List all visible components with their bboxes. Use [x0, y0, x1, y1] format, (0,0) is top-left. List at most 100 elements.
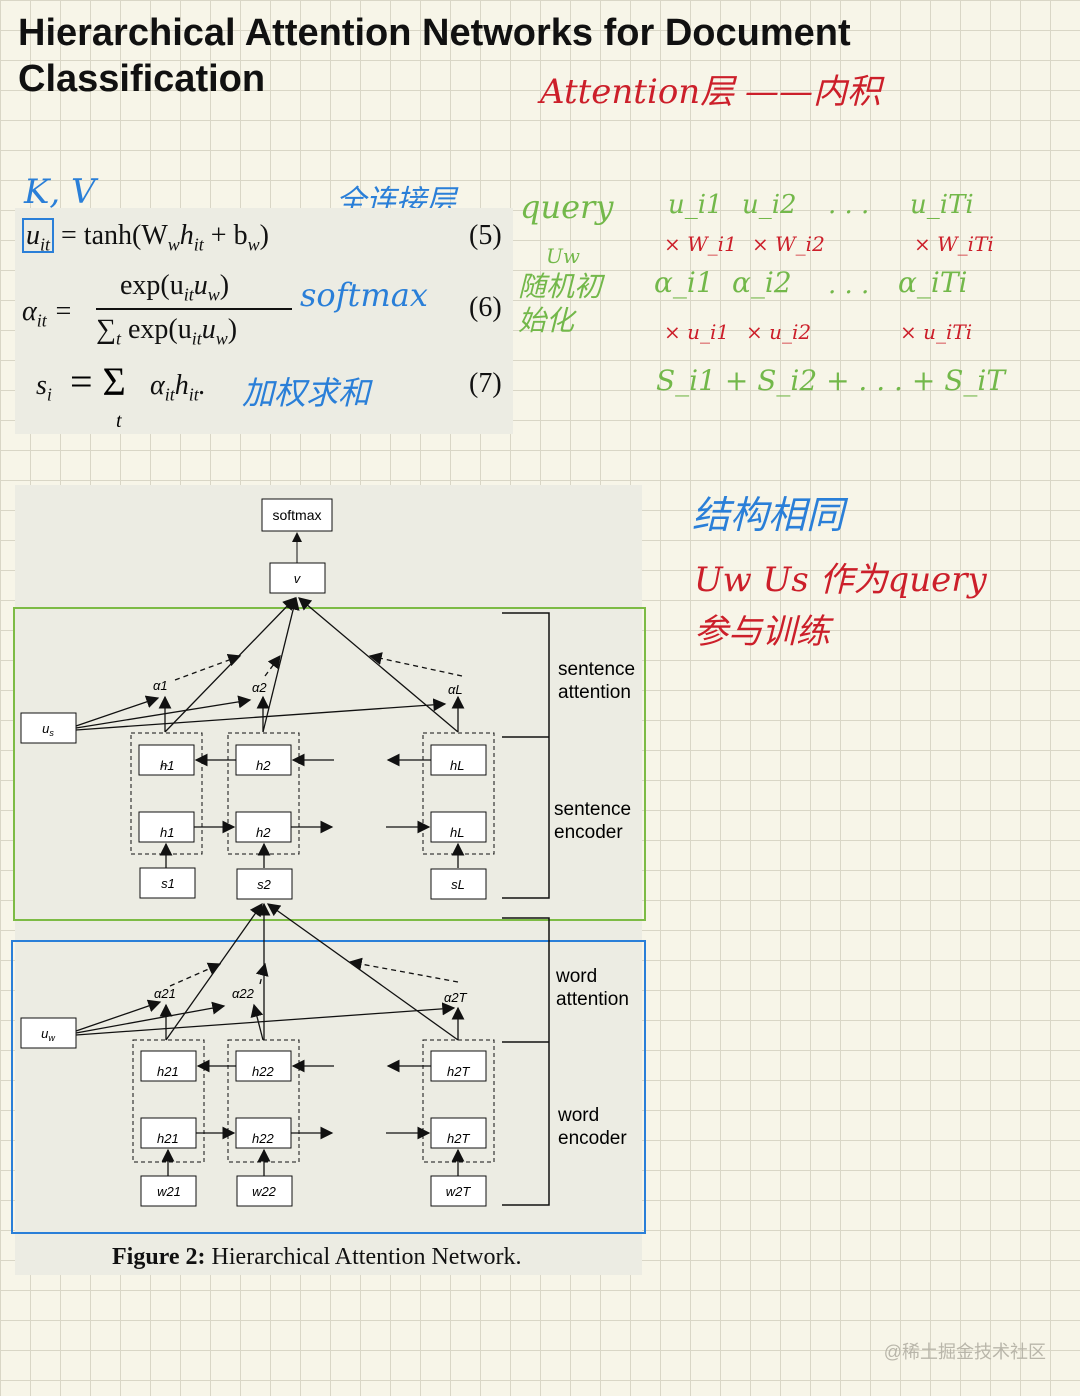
section-brackets [502, 612, 550, 1206]
sentence-rnn-arrows [159, 753, 465, 868]
softmax-box [261, 498, 333, 532]
equation-6-lhs: αit = [22, 296, 73, 331]
alpha-s-2: α2 [252, 680, 267, 695]
alpha-item-1: α_i1 [654, 266, 714, 299]
note-attention-layer: Attention层 ——内积 [540, 72, 882, 112]
h-back-s-1: ← [158, 756, 171, 771]
alpha-w-21: α21 [154, 986, 176, 1001]
uw-arrows [75, 999, 456, 1036]
word-hidden-boxes [140, 1050, 487, 1149]
word-level-frame [11, 940, 646, 1234]
sentence-dashed-arrows [174, 652, 463, 681]
alpha-w-22: α22 [232, 986, 255, 1001]
word-encoder-groups [132, 1039, 495, 1163]
h-w-2T-back: h2T [447, 1064, 470, 1079]
softmax-label: softmax [272, 507, 321, 523]
watermark: @稀土掘金技术社区 [883, 1342, 1046, 1362]
sentence-level-frame [13, 607, 646, 921]
note-uw-us-query: Uw Us 作为query [694, 560, 987, 600]
h-s-2-back: h2 [256, 758, 271, 773]
w-item-2: × W_i2 [752, 232, 825, 256]
figure-panel [15, 485, 642, 1275]
equation-6-denominator: ∑t exp(uituw) [96, 314, 238, 349]
word-dashed-arrows [169, 957, 459, 987]
fraction-bar [96, 308, 292, 310]
us-arrows [75, 695, 447, 731]
u2-item-1: × u_i1 [664, 320, 730, 344]
h-w-21-back: h21 [157, 1064, 179, 1079]
page-title: Hierarchical Attention Networks for Docu… [18, 12, 851, 100]
label-sentence-encoder-2: encoder [554, 822, 623, 843]
equation-7-number: (7) [469, 368, 502, 399]
h-s-L-fwd: hL [450, 825, 464, 840]
note-uw-small: Uw [546, 244, 580, 268]
alpha-s-1: α1 [153, 678, 168, 693]
h-s-2-fwd: h2 [256, 825, 271, 840]
equation-7-sum: = Σ [70, 359, 126, 404]
sentence-input-boxes [139, 867, 487, 900]
label-sentence-attention-2: attention [558, 682, 631, 703]
label-word-encoder-2: encoder [558, 1128, 627, 1149]
h-w-2T-fwd: h2T [447, 1131, 470, 1146]
sum-row: S_i1 + S_i2 + . . . + S_iT [656, 364, 1006, 397]
equation-5: uit = tanh(Wwhit + bw) [22, 218, 269, 256]
equation-6-numerator: exp(uituw) [120, 270, 230, 305]
h-w-21-fwd: h21 [157, 1131, 179, 1146]
uw-label: uw [41, 1026, 55, 1043]
word-input-boxes [140, 1175, 487, 1207]
u2-item-3: × u_iTi [900, 320, 973, 344]
us-box [20, 712, 77, 744]
u-item-1: u_i1 [668, 190, 723, 220]
alpha-w-2T: α2T [444, 990, 468, 1005]
uw-box [20, 1017, 77, 1049]
equation-5-number: (5) [469, 220, 502, 251]
s-input-1: s1 [161, 876, 175, 891]
u2-item-2: × u_i2 [746, 320, 812, 344]
s-input-L: sL [451, 877, 465, 892]
v-box [269, 562, 326, 594]
w-input-22: w22 [252, 1184, 277, 1199]
u-item-3: u_iTi [910, 190, 974, 220]
h-w-22-fwd: h22 [252, 1131, 274, 1146]
equation-7-lhs: si [36, 370, 52, 405]
w-input-2T: w2T [446, 1184, 472, 1199]
word-rnn-arrows [161, 1059, 465, 1176]
note-train: 参与训练 [694, 612, 830, 652]
word-arrows-to-s2 [165, 902, 459, 1041]
h-s-L-back: hL [450, 758, 464, 773]
note-random-init: 随机初始化 [518, 270, 603, 337]
v-label: v [294, 571, 302, 586]
label-sentence-attention-1: sentence [558, 659, 635, 680]
alpha-item-ellipsis: . . . [828, 270, 870, 300]
equation-6-number: (6) [469, 292, 502, 323]
note-kv: K, V [24, 172, 96, 212]
label-sentence-encoder-1: sentence [554, 799, 631, 820]
us-label: us [42, 721, 54, 738]
alpha-item-3: α_iTi [898, 266, 968, 299]
label-word-attention-2: attention [556, 989, 629, 1010]
w-input-21: w21 [157, 1184, 181, 1199]
h-w-22-back: h22 [252, 1064, 274, 1079]
equation-7-body: αithit. [150, 370, 206, 405]
alpha-w-arrows [159, 1003, 465, 1041]
label-word-encoder-1: word [557, 1105, 599, 1126]
equation-panel [15, 208, 513, 434]
w-item-1: × W_i1 [664, 232, 737, 256]
h-s-1-back: h1 [160, 758, 174, 773]
equation-7-index: t [116, 410, 122, 432]
label-word-attention-1: word [555, 966, 597, 987]
alpha-s-arrows [158, 695, 465, 732]
note-same-structure: 结构相同 [692, 493, 845, 537]
note-query: query [520, 188, 614, 226]
u-item-2: u_i2 [742, 190, 797, 220]
w-item-3: × W_iTi [914, 232, 994, 256]
s-input-2: s2 [257, 877, 272, 892]
note-weighted-sum: 加权求和 [242, 374, 371, 412]
u-item-ellipsis: . . . [828, 190, 870, 220]
alpha-item-2: α_i2 [732, 266, 792, 299]
note-softmax: softmax [300, 276, 428, 314]
alpha-s-L: αL [448, 682, 463, 697]
figure-caption: Figure 2: Hierarchical Attention Network… [112, 1244, 522, 1270]
sentence-hidden-boxes [138, 744, 487, 843]
